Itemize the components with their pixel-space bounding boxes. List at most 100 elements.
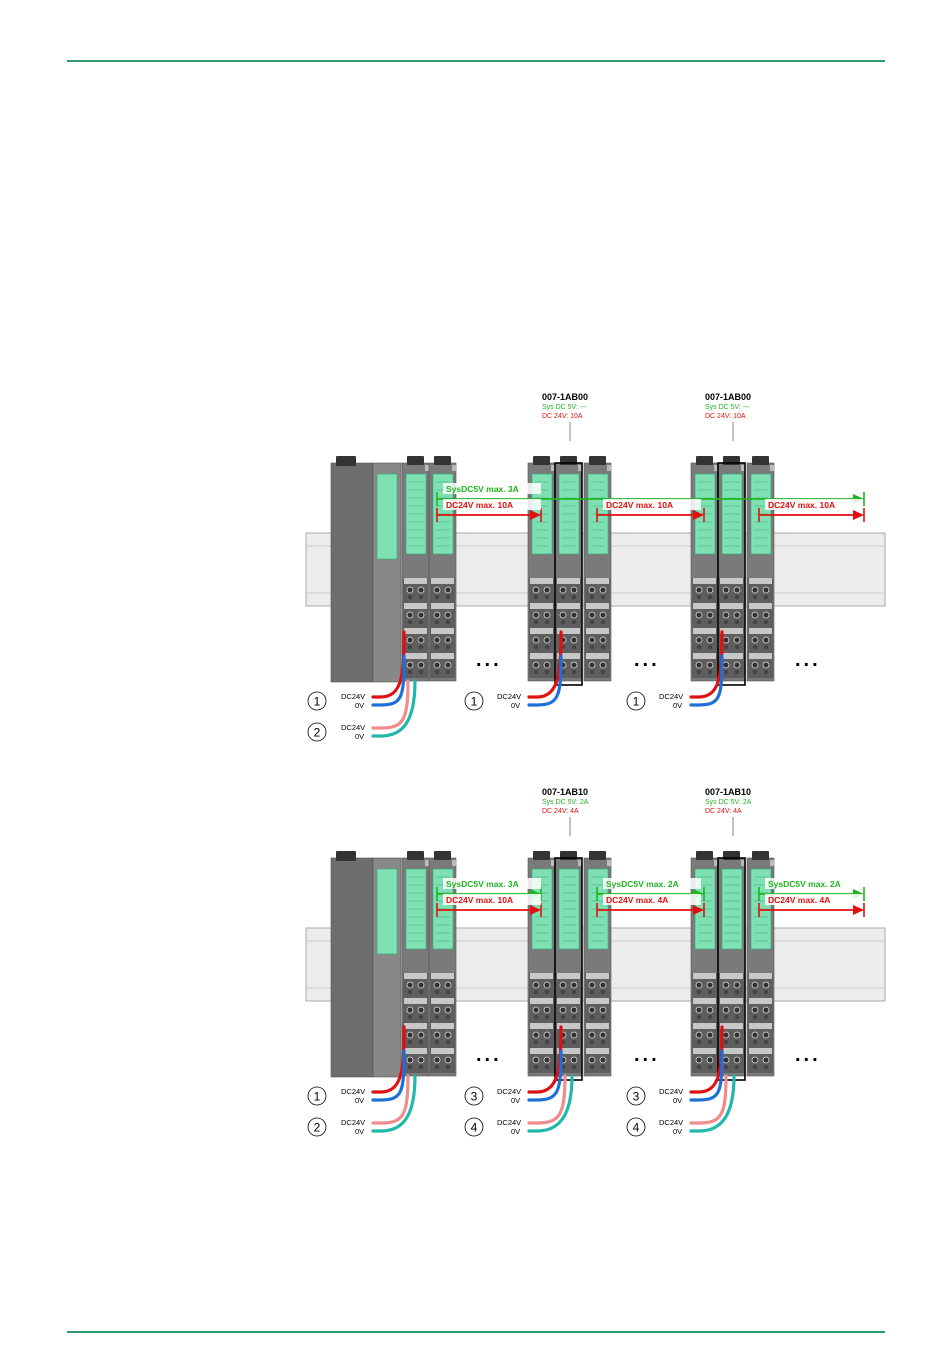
wire-dc24v [371,1025,406,1094]
module-sys-rating: Sys DC 5V: --- [542,404,588,411]
io-module [554,456,583,686]
terminal-screw [706,981,714,989]
wire-label-0v: 0V [511,701,520,710]
terminal-screw [570,1031,578,1039]
terminal-screw [733,1031,741,1039]
terminal-screw [762,1006,770,1014]
wire-0v-2 [371,1074,417,1133]
module-top-clip [425,465,429,471]
terminal-hole [407,644,413,650]
module-dc-rating: DC 24V: 4A [542,808,579,815]
wire-label-dc24v-2: DC24V [341,723,365,732]
terminal-screw [588,661,596,669]
module-part-number: 007-1AB10 [705,787,751,797]
terminal-latch [530,998,553,1004]
terminal-screw [706,1031,714,1039]
terminal-screw [417,611,425,619]
terminal-hole [533,1064,539,1070]
terminal-screw [532,611,540,619]
terminal-hole [734,669,740,675]
terminal-hole [571,1064,577,1070]
terminal-hole [600,619,606,625]
terminal-screw [433,1006,441,1014]
module-top-latch [533,851,550,860]
terminal-screw [695,611,703,619]
dc-arrow-label-bg [765,499,863,510]
terminal-hole [763,594,769,600]
module-dc-rating: DC 24V: 10A [542,413,583,420]
module-highlight [554,857,583,1081]
terminal-hole [734,594,740,600]
terminal-screw [406,1031,414,1039]
dc-arrow-label: DC24V max. 4A [768,895,830,905]
dc-arrow-label-bg [603,894,701,905]
terminal-latch [749,578,772,584]
terminal-hole [445,1064,451,1070]
cpu-module [330,857,374,1078]
position-marker-number: 2 [314,1121,321,1135]
terminal-hole [752,1064,758,1070]
terminal-latch [749,973,772,979]
terminal-latch [693,628,716,634]
wire-dc24v [689,630,724,699]
terminal-screw [733,981,741,989]
terminal-hole [571,1014,577,1020]
module-dc-rating: DC 24V: 10A [705,413,746,420]
wire-0v [371,1049,406,1102]
terminal-screw [733,1006,741,1014]
terminal-screw [444,586,452,594]
terminal-hole [600,989,606,995]
terminal-screw [406,981,414,989]
terminal-hole [544,619,550,625]
terminal-hole [560,619,566,625]
terminal-latch [693,1023,716,1029]
terminal-screw [733,586,741,594]
terminal-screw [706,636,714,644]
terminal-hole [734,1039,740,1045]
terminal-hole [763,619,769,625]
sys-arrow-label: SysDC5V max. 2A [606,879,679,889]
module-top-clip [551,860,555,866]
module-top-latch [533,456,550,465]
terminal-hole [763,1039,769,1045]
terminal-latch [530,578,553,584]
wire-0v-2 [689,1074,736,1133]
sys-arrow-label: SysDC5V max. 3A [446,484,519,494]
terminal-screw [543,1056,551,1064]
io-module [746,456,775,682]
terminal-screw [417,1006,425,1014]
terminal-latch [693,578,716,584]
terminal-screw [543,586,551,594]
wire-0v [527,654,563,707]
position-marker-number: 1 [314,695,321,709]
terminal-screw [722,661,730,669]
terminal-screw [570,1056,578,1064]
terminal-screw [722,636,730,644]
wire-label-0v: 0V [511,1096,520,1105]
terminal-hole [734,619,740,625]
terminal-screw [444,1056,452,1064]
terminal-hole [418,669,424,675]
terminal-screw [417,586,425,594]
terminal-hole [571,989,577,995]
cpu-led-panel [376,473,398,560]
terminal-hole [723,1064,729,1070]
terminal-latch [431,578,454,584]
dc-arrow-head [853,905,864,915]
module-sys-rating: Sys DC 5V: 2A [705,799,752,806]
terminal-screw [406,611,414,619]
wire-label-dc24v: DC24V [341,692,365,701]
terminal-screw [722,1031,730,1039]
wire-label-0v: 0V [673,701,682,710]
terminal-latch [404,998,427,1004]
terminal-screw [733,636,741,644]
terminal-screw [722,1006,730,1014]
terminal-screw [532,981,540,989]
terminal-hole [434,1039,440,1045]
terminal-screw [706,661,714,669]
module-top-latch [589,851,606,860]
module-top-latch [696,456,713,465]
cpu-top-latch [336,456,356,466]
terminal-screw [751,1031,759,1039]
terminal-hole [600,1064,606,1070]
